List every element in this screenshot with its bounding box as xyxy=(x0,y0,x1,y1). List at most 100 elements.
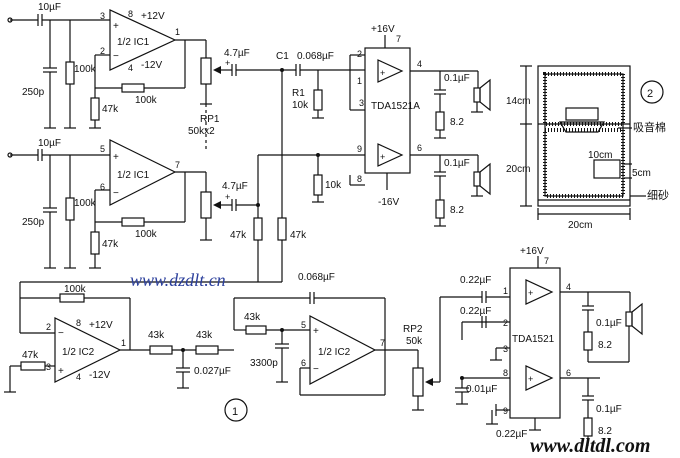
svg-text:1/2 IC2: 1/2 IC2 xyxy=(62,347,95,358)
svg-text:8: 8 xyxy=(128,9,133,19)
svg-text:4: 4 xyxy=(566,282,571,292)
svg-text:4.7µF: 4.7µF xyxy=(222,181,248,192)
svg-text:3: 3 xyxy=(100,11,105,21)
svg-text:+: + xyxy=(113,21,119,32)
svg-text:+12V: +12V xyxy=(89,320,113,331)
svg-text:7: 7 xyxy=(175,160,180,170)
svg-text:2: 2 xyxy=(100,46,105,56)
svg-text:−: − xyxy=(113,51,119,62)
svg-text:0.068µF: 0.068µF xyxy=(297,51,334,62)
svg-text:6: 6 xyxy=(566,368,571,378)
svg-text:1: 1 xyxy=(121,338,126,348)
svg-text:0.1µF: 0.1µF xyxy=(444,158,470,169)
svg-text:1/2 IC2: 1/2 IC2 xyxy=(318,347,351,358)
svg-text:-12V: -12V xyxy=(89,370,110,381)
watermark-dzdlt: www.dzdlt.cn xyxy=(130,270,226,290)
svg-text:10k: 10k xyxy=(325,180,342,191)
svg-text:RP1: RP1 xyxy=(200,114,220,125)
watermark-dltdl: www.dltdl.com xyxy=(530,435,650,457)
svg-text:14cm: 14cm xyxy=(506,96,530,107)
svg-text:−: − xyxy=(58,328,64,339)
svg-text:100k: 100k xyxy=(135,95,158,106)
svg-text:43k: 43k xyxy=(244,312,261,323)
svg-text:吸音棉: 吸音棉 xyxy=(633,120,666,134)
svg-text:47k: 47k xyxy=(290,230,307,241)
svg-text:47k: 47k xyxy=(102,239,119,250)
svg-text:0.1µF: 0.1µF xyxy=(596,404,622,415)
svg-text:8: 8 xyxy=(503,368,508,378)
svg-text:0.22µF: 0.22µF xyxy=(460,275,491,286)
tda1521a-chip: + + TDA1521A +16V -16V 7 1 2 3 4 9 8 6 xyxy=(357,24,422,208)
ic1-bottom-opamp: 1/2 IC1 5 6 7 + − xyxy=(100,139,180,206)
svg-text:250p: 250p xyxy=(22,87,45,98)
svg-text:47k: 47k xyxy=(102,104,119,115)
svg-text:5cm: 5cm xyxy=(632,168,651,179)
svg-text:3: 3 xyxy=(503,344,508,354)
svg-text:3300p: 3300p xyxy=(250,358,278,369)
svg-text:+: + xyxy=(113,152,119,163)
svg-text:2: 2 xyxy=(647,88,653,100)
svg-text:5: 5 xyxy=(100,144,105,154)
svg-text:2: 2 xyxy=(357,49,362,59)
svg-text:2: 2 xyxy=(46,322,51,332)
svg-text:+: + xyxy=(528,288,533,298)
svg-text:3: 3 xyxy=(359,98,364,108)
svg-text:0.1µF: 0.1µF xyxy=(596,318,622,329)
svg-text:7: 7 xyxy=(380,338,385,348)
svg-text:20cm: 20cm xyxy=(568,220,592,231)
svg-text:0.1µF: 0.1µF xyxy=(444,73,470,84)
svg-text:10µF: 10µF xyxy=(38,138,61,149)
svg-text:1/2 IC1: 1/2 IC1 xyxy=(117,37,150,48)
svg-text:100k: 100k xyxy=(74,198,97,209)
svg-text:+16V: +16V xyxy=(371,24,395,35)
tda1521-chip: + + TDA1521 +16V 7 1 2 3 4 8 9 6 xyxy=(503,246,571,419)
svg-text:43k: 43k xyxy=(196,330,213,341)
svg-text:6: 6 xyxy=(417,143,422,153)
svg-text:8: 8 xyxy=(76,318,81,328)
ic2b-opamp: 1/2 IC2 5 6 7 + − xyxy=(301,315,385,385)
svg-text:8.2: 8.2 xyxy=(598,340,612,351)
svg-text:−: − xyxy=(313,364,319,375)
svg-text:+12V: +12V xyxy=(141,11,165,22)
svg-text:R1: R1 xyxy=(292,88,305,99)
svg-text:1: 1 xyxy=(503,286,508,296)
svg-text:9: 9 xyxy=(503,406,508,416)
svg-text:1: 1 xyxy=(357,76,362,86)
svg-text:100k: 100k xyxy=(74,64,97,75)
svg-text:100k: 100k xyxy=(135,229,158,240)
svg-text:1: 1 xyxy=(232,406,238,418)
svg-text:+: + xyxy=(528,374,533,384)
svg-text:7: 7 xyxy=(396,34,401,44)
svg-text:0.068µF: 0.068µF xyxy=(298,272,335,283)
ic2a-opamp: 1/2 IC2 2 3 8 +12V 4 -12V 1 − + xyxy=(46,317,126,383)
svg-text:50k: 50k xyxy=(406,336,423,347)
svg-text:1/2 IC1: 1/2 IC1 xyxy=(117,170,150,181)
svg-text:7: 7 xyxy=(544,256,549,266)
svg-text:3: 3 xyxy=(46,362,51,372)
svg-text:-16V: -16V xyxy=(378,197,399,208)
svg-text:RP2: RP2 xyxy=(403,324,423,335)
svg-text:TDA1521: TDA1521 xyxy=(512,334,555,345)
svg-text:5: 5 xyxy=(301,320,306,330)
svg-text:8: 8 xyxy=(357,174,362,184)
svg-text:6: 6 xyxy=(100,182,105,192)
svg-text:+16V: +16V xyxy=(520,246,544,257)
svg-text:100k: 100k xyxy=(64,284,87,295)
svg-text:10cm: 10cm xyxy=(588,150,612,161)
svg-text:8.2: 8.2 xyxy=(598,426,612,437)
svg-text:8.2: 8.2 xyxy=(450,117,464,128)
svg-text:+: + xyxy=(380,152,385,162)
svg-text:20cm: 20cm xyxy=(506,164,530,175)
svg-text:0.027µF: 0.027µF xyxy=(194,366,231,377)
svg-text:6: 6 xyxy=(301,358,306,368)
svg-text:TDA1521A: TDA1521A xyxy=(371,101,420,112)
svg-text:+: + xyxy=(313,326,319,337)
svg-text:47k: 47k xyxy=(230,230,247,241)
svg-text:0.22µF: 0.22µF xyxy=(496,429,527,440)
in-cap-top-label: 10µF xyxy=(38,2,61,13)
svg-text:+: + xyxy=(380,68,385,78)
svg-text:50kx2: 50kx2 xyxy=(188,126,215,137)
speaker-box-diagram: 14cm 20cm 10cm 5cm 20cm 吸音棉 细砂 2 xyxy=(506,65,669,231)
